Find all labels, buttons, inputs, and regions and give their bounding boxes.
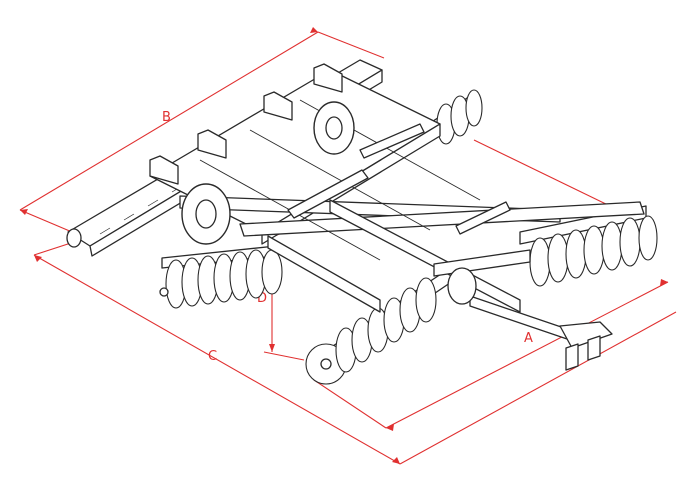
dimension-a: A (313, 139, 669, 431)
hydraulic-cylinders (287, 123, 511, 235)
dimension-b-label: B (162, 110, 171, 125)
rear-left-disc-gang (159, 245, 283, 309)
hinge-brackets (149, 63, 343, 185)
transport-wheels (181, 101, 355, 245)
front-disc-gang (305, 263, 467, 385)
dimension-a-label: A (524, 331, 533, 346)
dimension-c-label: C (208, 349, 217, 364)
drawbar-hitch (433, 249, 613, 371)
dimension-d-label: D (257, 291, 267, 306)
dimension-c: C (33, 213, 677, 465)
dimension-b: B (19, 27, 385, 233)
